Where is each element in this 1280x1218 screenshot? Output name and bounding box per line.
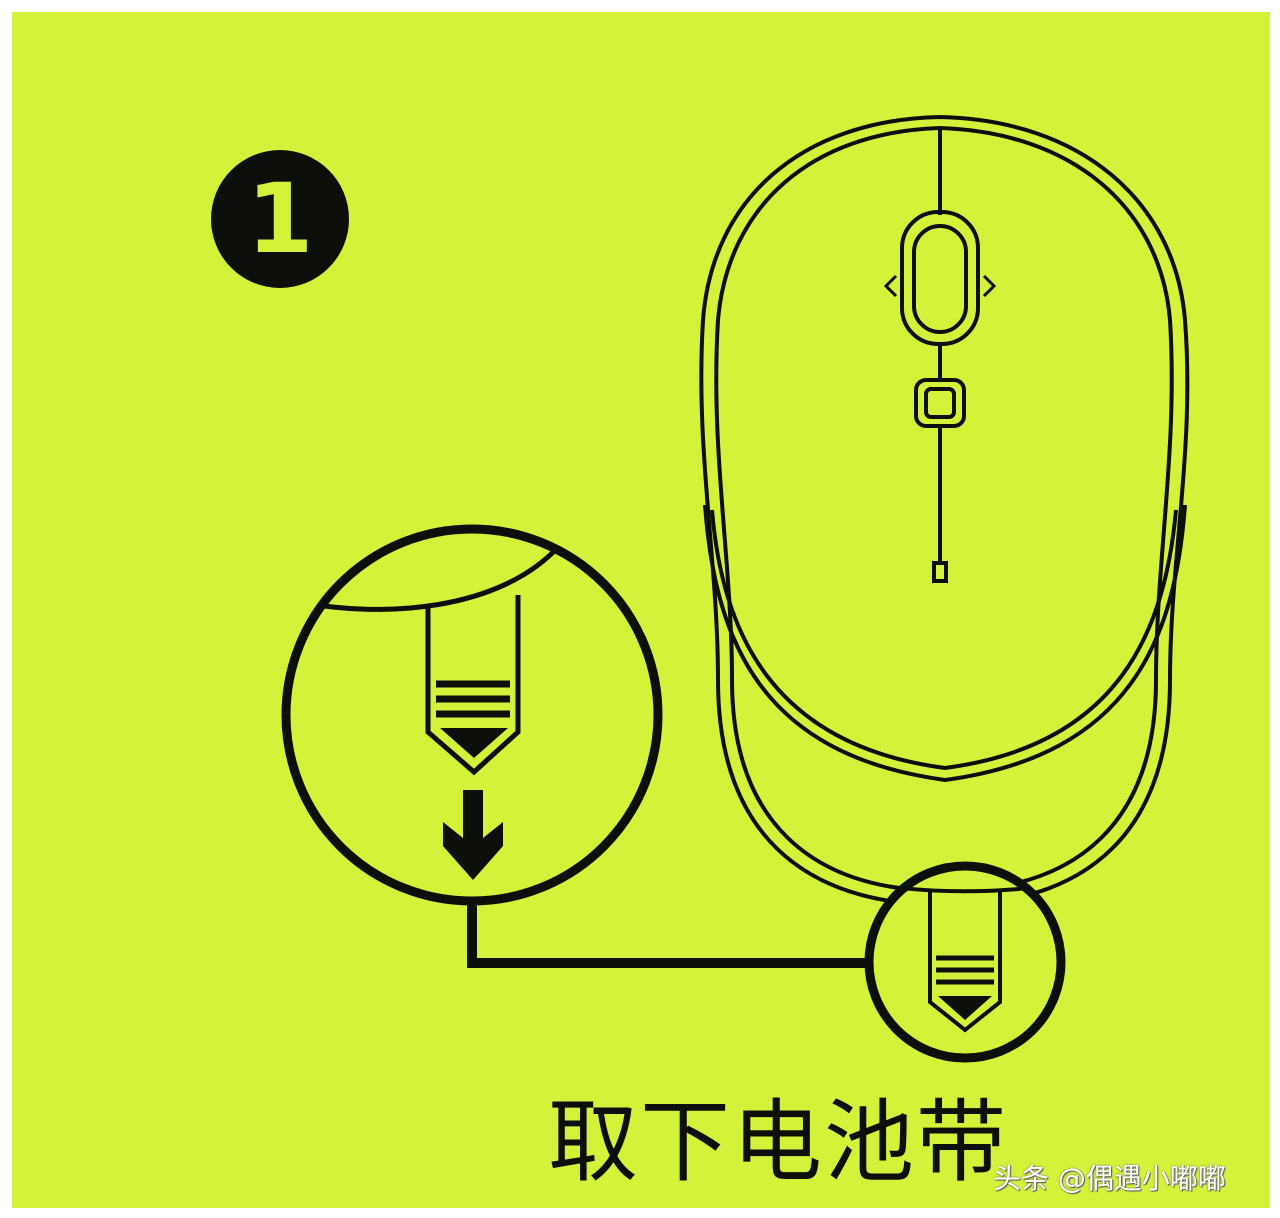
step-number-badge: 1	[211, 150, 349, 288]
zoomed-mouse-edge	[299, 543, 562, 612]
zoomed-battery-tab-icon	[425, 595, 521, 776]
mouse-palm-line-inner	[710, 509, 1178, 771]
mouse-center-button-inner	[924, 387, 956, 419]
down-arrow-icon	[443, 790, 503, 880]
scroll-wheel-inner	[912, 224, 968, 334]
mouse-outline	[699, 114, 1190, 908]
watermark: 头条 @偶遇小嘟嘟	[993, 1162, 1226, 1195]
mouse-center-line-end	[932, 561, 948, 583]
connector-line	[467, 901, 869, 968]
mouse-center-button-outer	[914, 378, 966, 428]
mouse-outer-body	[699, 114, 1190, 908]
tilt-left-arrow-icon	[883, 274, 898, 298]
tilt-arrows	[883, 274, 997, 298]
mouse-palm-line-outer	[703, 504, 1187, 783]
magnifier-circle	[281, 524, 663, 906]
mouse-inner-body	[714, 125, 1174, 894]
tilt-right-arrow-icon	[982, 274, 997, 298]
instruction-caption: 取下电池带	[548, 1090, 1008, 1195]
battery-tab-icon	[928, 890, 1002, 1033]
battery-tab-detail-circle	[864, 861, 1066, 1063]
